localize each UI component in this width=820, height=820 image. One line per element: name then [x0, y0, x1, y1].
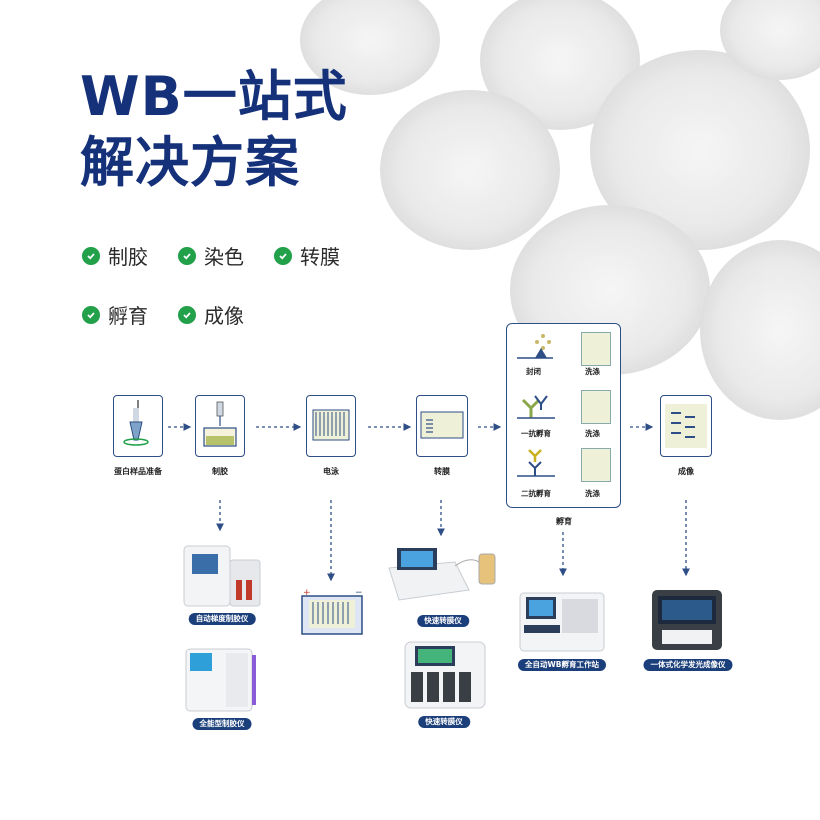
feature-item: 孵育 [82, 300, 148, 329]
incubation-sublabel: 洗涤 [585, 429, 600, 438]
device-label: 自动梯度制胶仪 [188, 613, 256, 625]
feature-label: 成像 [204, 304, 244, 328]
feature-label: 制胶 [108, 245, 148, 269]
check-icon [82, 305, 100, 324]
secondary-antibody-icon [517, 449, 555, 477]
blot-image-icon [665, 404, 707, 448]
title-line-2: 解决方案 [80, 131, 300, 194]
device-label: 一体式化学发光成像仪 [643, 659, 733, 671]
feature-label: 孵育 [108, 304, 148, 328]
primary-antibody-icon [517, 395, 555, 419]
fast-transfer-device [388, 548, 496, 601]
incubation-sublabel: 一抗孵育 [521, 429, 551, 438]
incubation-box: 封闭 洗涤 一抗孵育 洗涤 二抗孵育 洗涤 [506, 323, 621, 508]
step-label: 转膜 [434, 467, 450, 476]
step-sample-prep [113, 395, 163, 457]
device-label: 全自动WB孵育工作站 [518, 659, 606, 671]
gradient-gel-maker-device [183, 545, 261, 607]
electrophoresis-tank-illustration: + − [301, 588, 363, 635]
step-gel-making [195, 395, 245, 457]
sample-tube-icon [123, 400, 149, 446]
gel-cast-icon [203, 401, 237, 447]
svg-text:+: + [303, 588, 311, 598]
step-label: 制胶 [212, 467, 228, 476]
wash-panel [581, 390, 611, 424]
check-icon [178, 305, 196, 324]
incubation-sublabel: 封闭 [526, 367, 541, 376]
feature-item: 制胶 [82, 241, 148, 270]
feature-item: 染色 [178, 241, 244, 270]
incubation-sublabel: 洗涤 [585, 489, 600, 498]
feature-item: 转膜 [274, 241, 340, 270]
page-title: WB一站式 解决方案 [80, 64, 348, 196]
check-icon [274, 246, 292, 265]
feature-label: 染色 [204, 245, 244, 269]
step-label: 孵育 [556, 517, 572, 526]
step-label: 成像 [678, 467, 694, 476]
incubation-sublabel: 二抗孵育 [521, 489, 551, 498]
feature-item: 成像 [178, 300, 244, 329]
title-line-1: WB一站式 [80, 65, 348, 128]
step-transfer [416, 395, 468, 457]
device-label: 全能型制胶仪 [192, 718, 252, 730]
blocking-icon [517, 334, 553, 359]
wash-panel [581, 332, 611, 366]
device-label: 快速转膜仪 [418, 716, 470, 728]
check-icon [178, 246, 196, 265]
feature-label: 转膜 [300, 245, 340, 269]
incubation-sublabel: 洗涤 [585, 367, 600, 376]
device-label: 快速转膜仪 [417, 615, 469, 627]
fast-transfer-device-multi [404, 641, 486, 709]
electrophoresis-icon [312, 409, 350, 441]
check-icon [82, 246, 100, 265]
step-imaging [660, 395, 712, 457]
step-label: 电泳 [323, 467, 339, 476]
step-electrophoresis [306, 395, 356, 457]
transfer-membrane-icon [420, 411, 464, 439]
wb-incubation-workstation-device [519, 592, 605, 652]
wash-panel [581, 448, 611, 482]
universal-gel-maker-device [185, 648, 256, 712]
chemiluminescence-imager-device [652, 590, 722, 650]
svg-text:−: − [355, 588, 363, 598]
step-label: 蛋白样品准备 [114, 467, 162, 476]
